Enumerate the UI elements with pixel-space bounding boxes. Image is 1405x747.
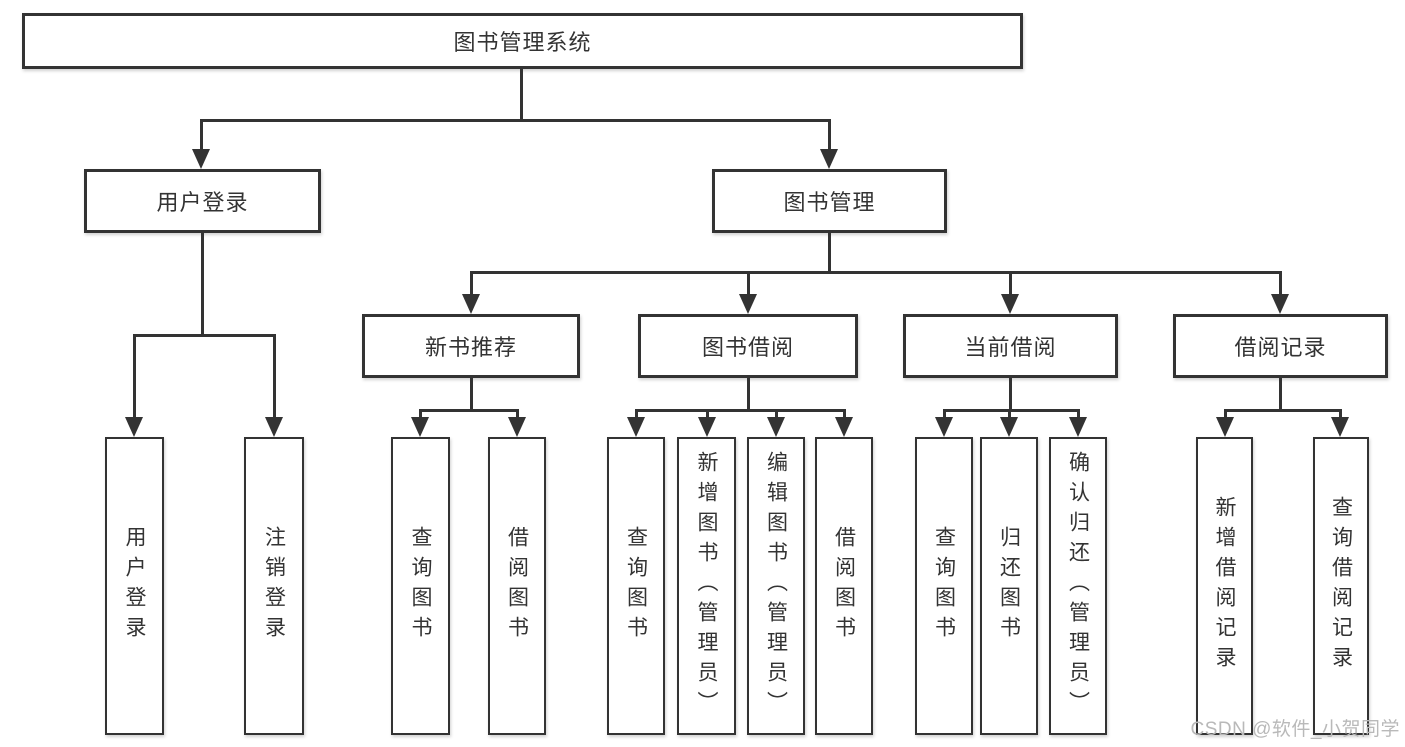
leaf-add-book-admin: 新增图书（管理员） [677, 437, 736, 735]
leaf-query-books-current-label: 查询图书 [932, 526, 956, 646]
connector-line [469, 270, 1282, 274]
node-book-management: 图书管理 [712, 169, 947, 233]
leaf-borrow-books-recommend: 借阅图书 [488, 437, 546, 735]
leaf-query-books-recommend: 查询图书 [391, 437, 450, 735]
connector-arrowhead [1331, 417, 1349, 437]
connector-arrowhead [820, 149, 838, 169]
leaf-user-login: 用户登录 [105, 437, 164, 735]
node-current-borrow: 当前借阅 [903, 314, 1118, 378]
connector-line [1008, 272, 1012, 304]
leaf-user-login-label: 用户登录 [123, 526, 146, 646]
leaf-query-books-current: 查询图书 [915, 437, 973, 735]
connector-line [746, 272, 750, 304]
node-new-book-recommend: 新书推荐 [362, 314, 580, 378]
connector-arrowhead [1001, 294, 1019, 314]
node-book-borrow: 图书借阅 [638, 314, 858, 378]
connector-line [942, 408, 1080, 412]
connector-line [199, 118, 831, 122]
node-root-label: 图书管理系统 [453, 30, 592, 55]
connector-arrowhead [125, 417, 143, 437]
leaf-return-book: 归还图书 [980, 437, 1038, 735]
leaf-edit-book-admin-label: 编辑图书（管理员） [764, 451, 788, 721]
node-user-login-label: 用户登录 [156, 190, 249, 215]
leaf-borrow-books-label: 借阅图书 [832, 526, 856, 646]
connector-arrowhead [767, 417, 785, 437]
connector-line [1008, 378, 1012, 411]
leaf-logout: 注销登录 [244, 437, 304, 735]
connector-arrowhead [1271, 294, 1289, 314]
connector-line [469, 272, 473, 304]
connector-line [827, 233, 831, 273]
node-root: 图书管理系统 [22, 13, 1023, 69]
connector-arrowhead [698, 417, 716, 437]
connector-arrowhead [835, 417, 853, 437]
node-current-borrow-label: 当前借阅 [964, 335, 1057, 360]
leaf-edit-book-admin: 编辑图书（管理员） [747, 437, 805, 735]
watermark: CSDN @软件_小贺同学 [1190, 719, 1400, 740]
leaf-confirm-return-admin: 确认归还（管理员） [1049, 437, 1107, 735]
node-borrow-records-label: 借阅记录 [1234, 335, 1327, 360]
connector-arrowhead [1069, 417, 1087, 437]
leaf-logout-label: 注销登录 [262, 526, 286, 646]
node-new-book-recommend-label: 新书推荐 [424, 335, 517, 360]
node-book-management-label: 图书管理 [783, 190, 876, 215]
connector-line [272, 335, 276, 427]
connector-line [634, 408, 846, 412]
connector-arrowhead [192, 149, 210, 169]
leaf-add-borrow-record-label: 新增借阅记录 [1213, 496, 1236, 676]
leaf-return-book-label: 归还图书 [997, 526, 1021, 646]
connector-arrowhead [508, 417, 526, 437]
connector-line [200, 233, 204, 336]
leaf-query-borrow-record: 查询借阅记录 [1313, 437, 1369, 735]
connector-arrowhead [627, 417, 645, 437]
leaf-query-books-borrow: 查询图书 [607, 437, 665, 735]
node-borrow-records: 借阅记录 [1173, 314, 1388, 378]
connector-arrowhead [935, 417, 953, 437]
connector-line [827, 120, 831, 159]
connector-arrowhead [265, 417, 283, 437]
connector-line [746, 378, 750, 411]
leaf-borrow-books: 借阅图书 [815, 437, 873, 735]
connector-arrowhead [462, 294, 480, 314]
connector-line [418, 408, 519, 412]
leaf-add-book-admin-label: 新增图书（管理员） [695, 451, 718, 721]
leaf-add-borrow-record: 新增借阅记录 [1196, 437, 1253, 735]
connector-arrowhead [1216, 417, 1234, 437]
connector-line [132, 333, 276, 337]
node-book-borrow-label: 图书借阅 [701, 335, 794, 360]
connector-line [199, 120, 203, 159]
leaf-query-books-borrow-label: 查询图书 [624, 526, 648, 646]
connector-line [1223, 408, 1342, 412]
connector-line [469, 378, 473, 411]
connector-line [519, 69, 523, 120]
connector-arrowhead [739, 294, 757, 314]
leaf-confirm-return-admin-label: 确认归还（管理员） [1066, 451, 1090, 721]
leaf-query-borrow-record-label: 查询借阅记录 [1329, 496, 1353, 676]
node-user-login: 用户登录 [84, 169, 321, 233]
connector-line [1278, 378, 1282, 411]
connector-line [132, 335, 136, 427]
connector-arrowhead [411, 417, 429, 437]
connector-arrowhead [1000, 417, 1018, 437]
leaf-query-books-recommend-label: 查询图书 [409, 526, 432, 646]
leaf-borrow-books-recommend-label: 借阅图书 [505, 526, 529, 646]
connector-line [1278, 272, 1282, 304]
